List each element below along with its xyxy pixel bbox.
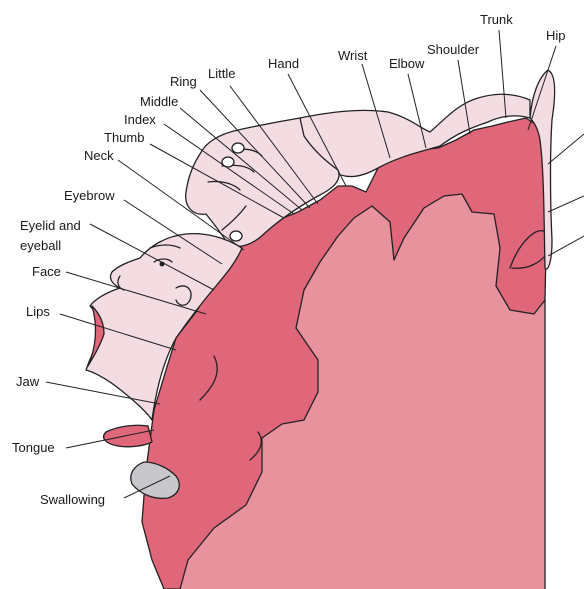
fingernail-thumb — [230, 231, 242, 241]
label-hand: Hand — [268, 56, 299, 71]
label-hip: Hip — [546, 28, 566, 43]
label-shoulder: Shoulder — [427, 42, 480, 57]
label-index: Index — [124, 112, 156, 127]
label-elbow: Elbow — [389, 56, 425, 71]
label-eyebrow: Eyebrow — [64, 188, 115, 203]
label-face: Face — [32, 264, 61, 279]
label-little: Little — [208, 66, 235, 81]
label-tongue: Tongue — [12, 440, 55, 455]
label-ring: Ring — [170, 74, 197, 89]
label-swallowing: Swallowing — [40, 492, 105, 507]
fingernail-index — [232, 143, 244, 153]
tongue-shape — [104, 425, 152, 447]
label-eyelid-line1: Eyelid and — [20, 218, 81, 233]
label-trunk: Trunk — [480, 12, 513, 27]
label-lips: Lips — [26, 304, 50, 319]
label-middle: Middle — [140, 94, 178, 109]
label-wrist: Wrist — [338, 48, 368, 63]
label-jaw: Jaw — [16, 374, 40, 389]
label-eyelid-line2: eyeball — [20, 238, 61, 253]
label-thumb: Thumb — [104, 130, 144, 145]
label-neck: Neck — [84, 148, 114, 163]
